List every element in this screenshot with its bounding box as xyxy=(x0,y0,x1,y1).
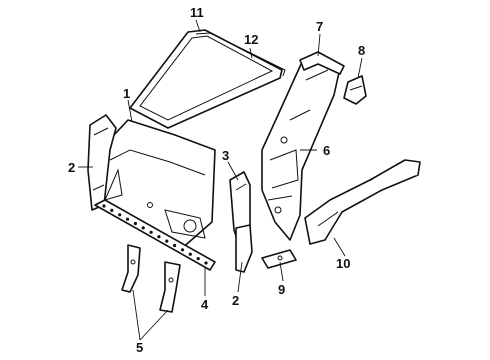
cowl-hole xyxy=(165,239,169,243)
callout-labels: 11 12 1 2 3 2 4 5 6 7 8 9 10 xyxy=(68,5,365,355)
right-lower-pillar xyxy=(235,224,253,273)
cowl-hole xyxy=(204,261,208,265)
rocker-rail xyxy=(304,159,421,245)
callout-4: 4 xyxy=(201,297,209,312)
callout-5: 5 xyxy=(136,340,143,355)
lower-bracket-left xyxy=(121,244,141,293)
cowl-hole xyxy=(173,243,177,248)
mounting-plate xyxy=(261,249,297,269)
callout-6: 6 xyxy=(323,143,330,158)
left-hinge-pillar xyxy=(87,114,117,211)
cowl-hole xyxy=(196,257,200,261)
cowl-hole xyxy=(110,208,114,212)
callout-11: 11 xyxy=(190,5,204,20)
callout-12: 12 xyxy=(244,32,258,47)
callout-9: 9 xyxy=(278,282,285,297)
cowl-hole xyxy=(118,213,122,217)
cowl-hole xyxy=(133,221,137,226)
cowl-hole xyxy=(188,252,192,256)
windshield-molding xyxy=(195,32,286,77)
callout-8: 8 xyxy=(358,43,365,58)
cowl-hole xyxy=(180,248,185,252)
upper-bracket xyxy=(343,75,367,105)
callout-2-left: 2 xyxy=(68,160,75,175)
callout-10: 10 xyxy=(336,256,350,271)
callout-1: 1 xyxy=(123,86,130,101)
cowl-hole xyxy=(149,230,153,234)
callout-7: 7 xyxy=(316,19,323,34)
cowl-hole xyxy=(102,204,106,208)
windshield-glass xyxy=(129,29,283,129)
callout-3: 3 xyxy=(222,148,229,163)
cowl-hole xyxy=(157,235,161,239)
cowl-hole xyxy=(125,217,130,221)
leader-lines xyxy=(78,19,363,341)
cowl-hole xyxy=(141,226,145,230)
lower-bracket-right xyxy=(159,261,181,313)
callout-2-right: 2 xyxy=(232,293,239,308)
cowl-lower-panel xyxy=(94,199,216,271)
